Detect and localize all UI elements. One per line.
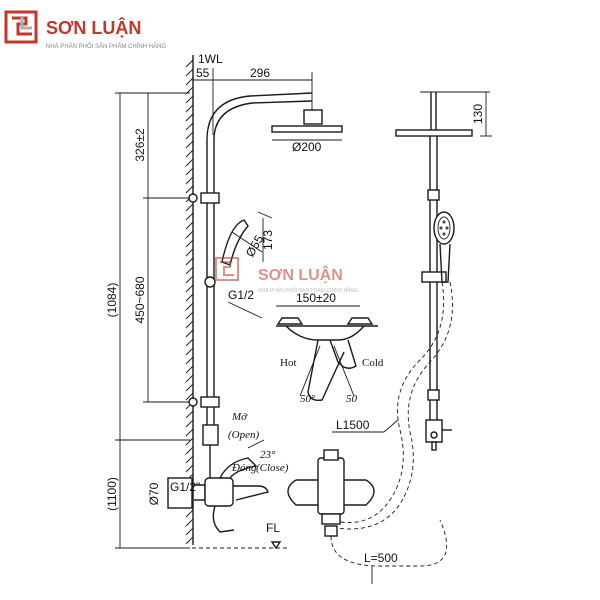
cold-inlet	[346, 317, 374, 325]
open-label-vn: Mở	[231, 411, 248, 423]
wall-offset-label: 55	[196, 66, 210, 80]
shower-column-front: 130	[395, 91, 492, 451]
hot-label: Hot	[280, 357, 297, 369]
shower-column-side: Ø200	[188, 92, 343, 490]
left-dimensions: (1084) (1100) 326±2 450~680	[105, 92, 190, 549]
column-coupler	[202, 424, 219, 446]
hose-long-label: L1500	[336, 418, 370, 432]
watermark-tagline: NHÀ PHÂN PHỐI SẢN PHẨM CHÍNH HÃNG	[258, 287, 358, 294]
mixer-height-label: (1100)	[105, 477, 119, 511]
logo-mark-icon	[4, 10, 38, 44]
top-dimensions: 1WL 55 296	[193, 52, 313, 135]
angle-open-label: 23°	[260, 449, 276, 461]
slider-front	[421, 271, 447, 283]
head-diameter-label: Ø200	[292, 140, 322, 154]
slider-knob	[204, 276, 216, 288]
brand-tagline: NHÀ PHÂN PHỐI SẢN PHẨM CHÍNH HÃNG	[46, 43, 166, 50]
mixer-flange	[167, 477, 193, 509]
top-segment-label: 326±2	[133, 128, 147, 162]
hand-length-label: 173	[261, 230, 275, 250]
mixer-side: G1/2" Ø70 Mở (Open) 23° Đóng (Close)	[147, 411, 289, 533]
cold-label: Cold	[362, 357, 384, 369]
slide-range-label: 450~680	[133, 276, 147, 323]
mixer-thread-label: G1/2"	[170, 480, 200, 494]
open-label-en: (Open)	[228, 429, 259, 441]
upper-bracket	[200, 192, 220, 204]
watermark-brand-name: SƠN LUẬN	[258, 265, 343, 284]
pipe-thread-label: G1/2	[228, 288, 254, 302]
angle-right-label: 50	[346, 393, 358, 405]
brand-logo: SƠN LUẬN NHÀ PHÂN PHỐI SẢN PHẨM CHÍNH HÃ…	[4, 10, 166, 50]
wall-label: 1WL	[198, 52, 223, 66]
arm-length-label: 296	[250, 66, 270, 80]
mixer-body-side	[204, 477, 234, 507]
total-height-label: (1084)	[105, 283, 119, 318]
hose-short-label: L=500	[364, 551, 398, 565]
brand-name: SƠN LUẬN	[46, 17, 141, 38]
arm-connector	[303, 109, 323, 125]
body-diameter-label: Ø70	[147, 482, 161, 505]
mixer-top-view: G1/2 150±20 Hot Cold 50° 50	[227, 288, 384, 405]
wall	[185, 55, 194, 545]
shower-head-front	[395, 129, 473, 137]
hot-inlet	[276, 317, 304, 325]
centers-label: 150±20	[296, 291, 336, 305]
mixer-front: L=500	[287, 449, 448, 584]
watermark: SƠN LUẬN NHÀ PHÂN PHỐI SẢN PHẨM CHÍNH HÃ…	[215, 257, 358, 294]
lower-bracket	[200, 396, 220, 408]
head-height-label: 130	[471, 104, 485, 124]
diverter	[425, 419, 443, 443]
mixer-body-front	[317, 457, 345, 515]
floor-line: FL	[115, 521, 290, 550]
close-label-en: (Close)	[256, 462, 289, 474]
angle-left-label: 50°	[300, 393, 316, 405]
hose-long: L1500	[329, 281, 453, 530]
close-label-vn: Đóng	[231, 462, 257, 474]
hand-shower-front	[433, 211, 455, 283]
shower-head-side	[271, 125, 343, 133]
watermark-logo-icon	[215, 257, 239, 281]
floor-label: FL	[266, 521, 280, 535]
